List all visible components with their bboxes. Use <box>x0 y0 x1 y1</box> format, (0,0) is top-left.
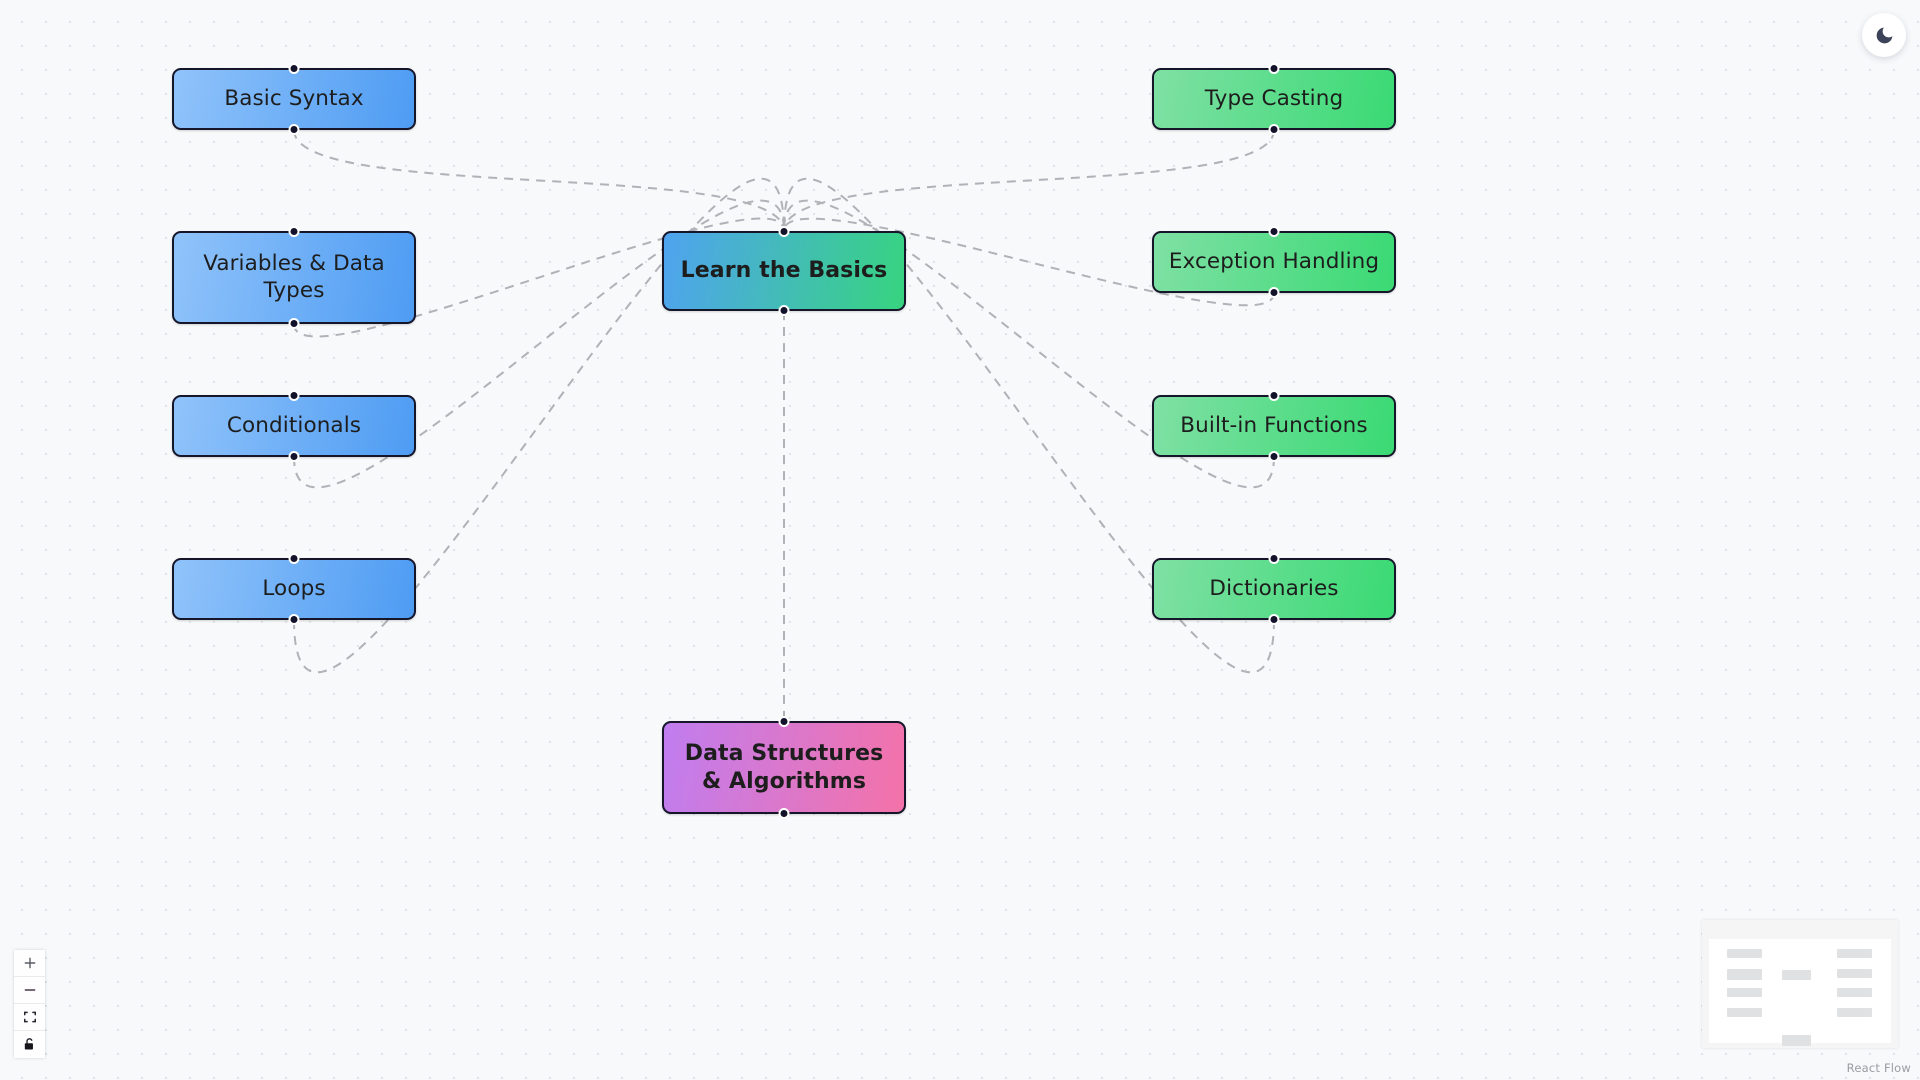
zoom-controls[interactable] <box>14 950 45 1058</box>
moon-icon <box>1876 27 1892 43</box>
minimap-node <box>1837 969 1872 978</box>
minimap-node <box>1727 988 1762 997</box>
handle-bottom-dictionaries[interactable] <box>1268 614 1280 625</box>
handle-top-variables[interactable] <box>288 226 300 237</box>
node-label: Loops <box>262 575 326 601</box>
zoom-in-button[interactable] <box>14 950 45 977</box>
node-conditionals[interactable]: Conditionals <box>172 390 416 462</box>
zoom-out-button[interactable] <box>14 977 45 1004</box>
minus-icon <box>24 989 35 991</box>
node-type-casting[interactable]: Type Casting <box>1152 63 1396 135</box>
minimap-viewport[interactable] <box>1709 939 1891 1046</box>
handle-top-builtin[interactable] <box>1268 390 1280 401</box>
node-data-structures[interactable]: Data Structures & Algorithms <box>662 716 906 819</box>
node-label: Data Structures & Algorithms <box>684 741 884 794</box>
handle-bottom-type-casting[interactable] <box>1268 124 1280 135</box>
minimap-node <box>1837 1008 1872 1017</box>
node-label: Type Casting <box>1204 85 1344 111</box>
fit-view-button[interactable] <box>14 1004 45 1031</box>
minimap[interactable] <box>1702 920 1898 1048</box>
node-label: Built-in Functions <box>1180 412 1368 438</box>
edge-e-type-casting <box>783 129 1275 232</box>
dark-mode-toggle-button[interactable] <box>1862 13 1906 57</box>
lock-icon <box>24 1038 33 1050</box>
node-loops[interactable]: Loops <box>172 553 416 625</box>
node-builtin[interactable]: Built-in Functions <box>1152 390 1396 462</box>
handle-top-type-casting[interactable] <box>1268 63 1280 74</box>
node-label: Learn the Basics <box>680 258 888 284</box>
minimap-node <box>1837 949 1872 958</box>
minimap-node <box>1782 970 1811 980</box>
node-label: Basic Syntax <box>224 85 364 111</box>
minimap-node <box>1782 1035 1811 1046</box>
minimap-node <box>1837 988 1872 997</box>
handle-top-exception[interactable] <box>1268 226 1280 237</box>
react-flow-attribution[interactable]: React Flow <box>1846 1061 1911 1075</box>
minimap-node <box>1727 949 1762 958</box>
handle-bottom-learn-basics[interactable] <box>778 305 790 316</box>
handle-top-basic-syntax[interactable] <box>288 63 300 74</box>
node-variables[interactable]: Variables & Data Types <box>172 226 416 329</box>
minimap-node <box>1727 969 1762 980</box>
plus-icon <box>24 957 35 969</box>
handle-top-learn-basics[interactable] <box>778 226 790 237</box>
minimap-node <box>1727 1008 1762 1017</box>
handle-bottom-builtin[interactable] <box>1268 451 1280 462</box>
node-learn-basics[interactable]: Learn the Basics <box>662 226 906 316</box>
fit-view-icon <box>23 1011 36 1023</box>
handle-top-conditionals[interactable] <box>288 390 300 401</box>
node-label: Conditionals <box>226 412 362 438</box>
node-label: Dictionaries <box>1209 575 1339 601</box>
handle-top-loops[interactable] <box>288 553 300 564</box>
handle-top-data-structures[interactable] <box>778 716 790 727</box>
node-dictionaries[interactable]: Dictionaries <box>1152 553 1396 625</box>
node-exception[interactable]: Exception Handling <box>1152 226 1396 298</box>
node-label: Variables & Data Types <box>203 250 385 303</box>
handle-bottom-variables[interactable] <box>288 318 300 329</box>
edge-e-basic-syntax <box>293 129 785 232</box>
handle-bottom-exception[interactable] <box>1268 287 1280 298</box>
node-label: Exception Handling <box>1168 248 1380 274</box>
handle-bottom-data-structures[interactable] <box>778 808 790 819</box>
toggle-interactivity-button[interactable] <box>14 1031 45 1058</box>
handle-bottom-loops[interactable] <box>288 614 300 625</box>
handle-bottom-conditionals[interactable] <box>288 451 300 462</box>
handle-top-dictionaries[interactable] <box>1268 553 1280 564</box>
handle-bottom-basic-syntax[interactable] <box>288 124 300 135</box>
node-basic-syntax[interactable]: Basic Syntax <box>172 63 416 135</box>
